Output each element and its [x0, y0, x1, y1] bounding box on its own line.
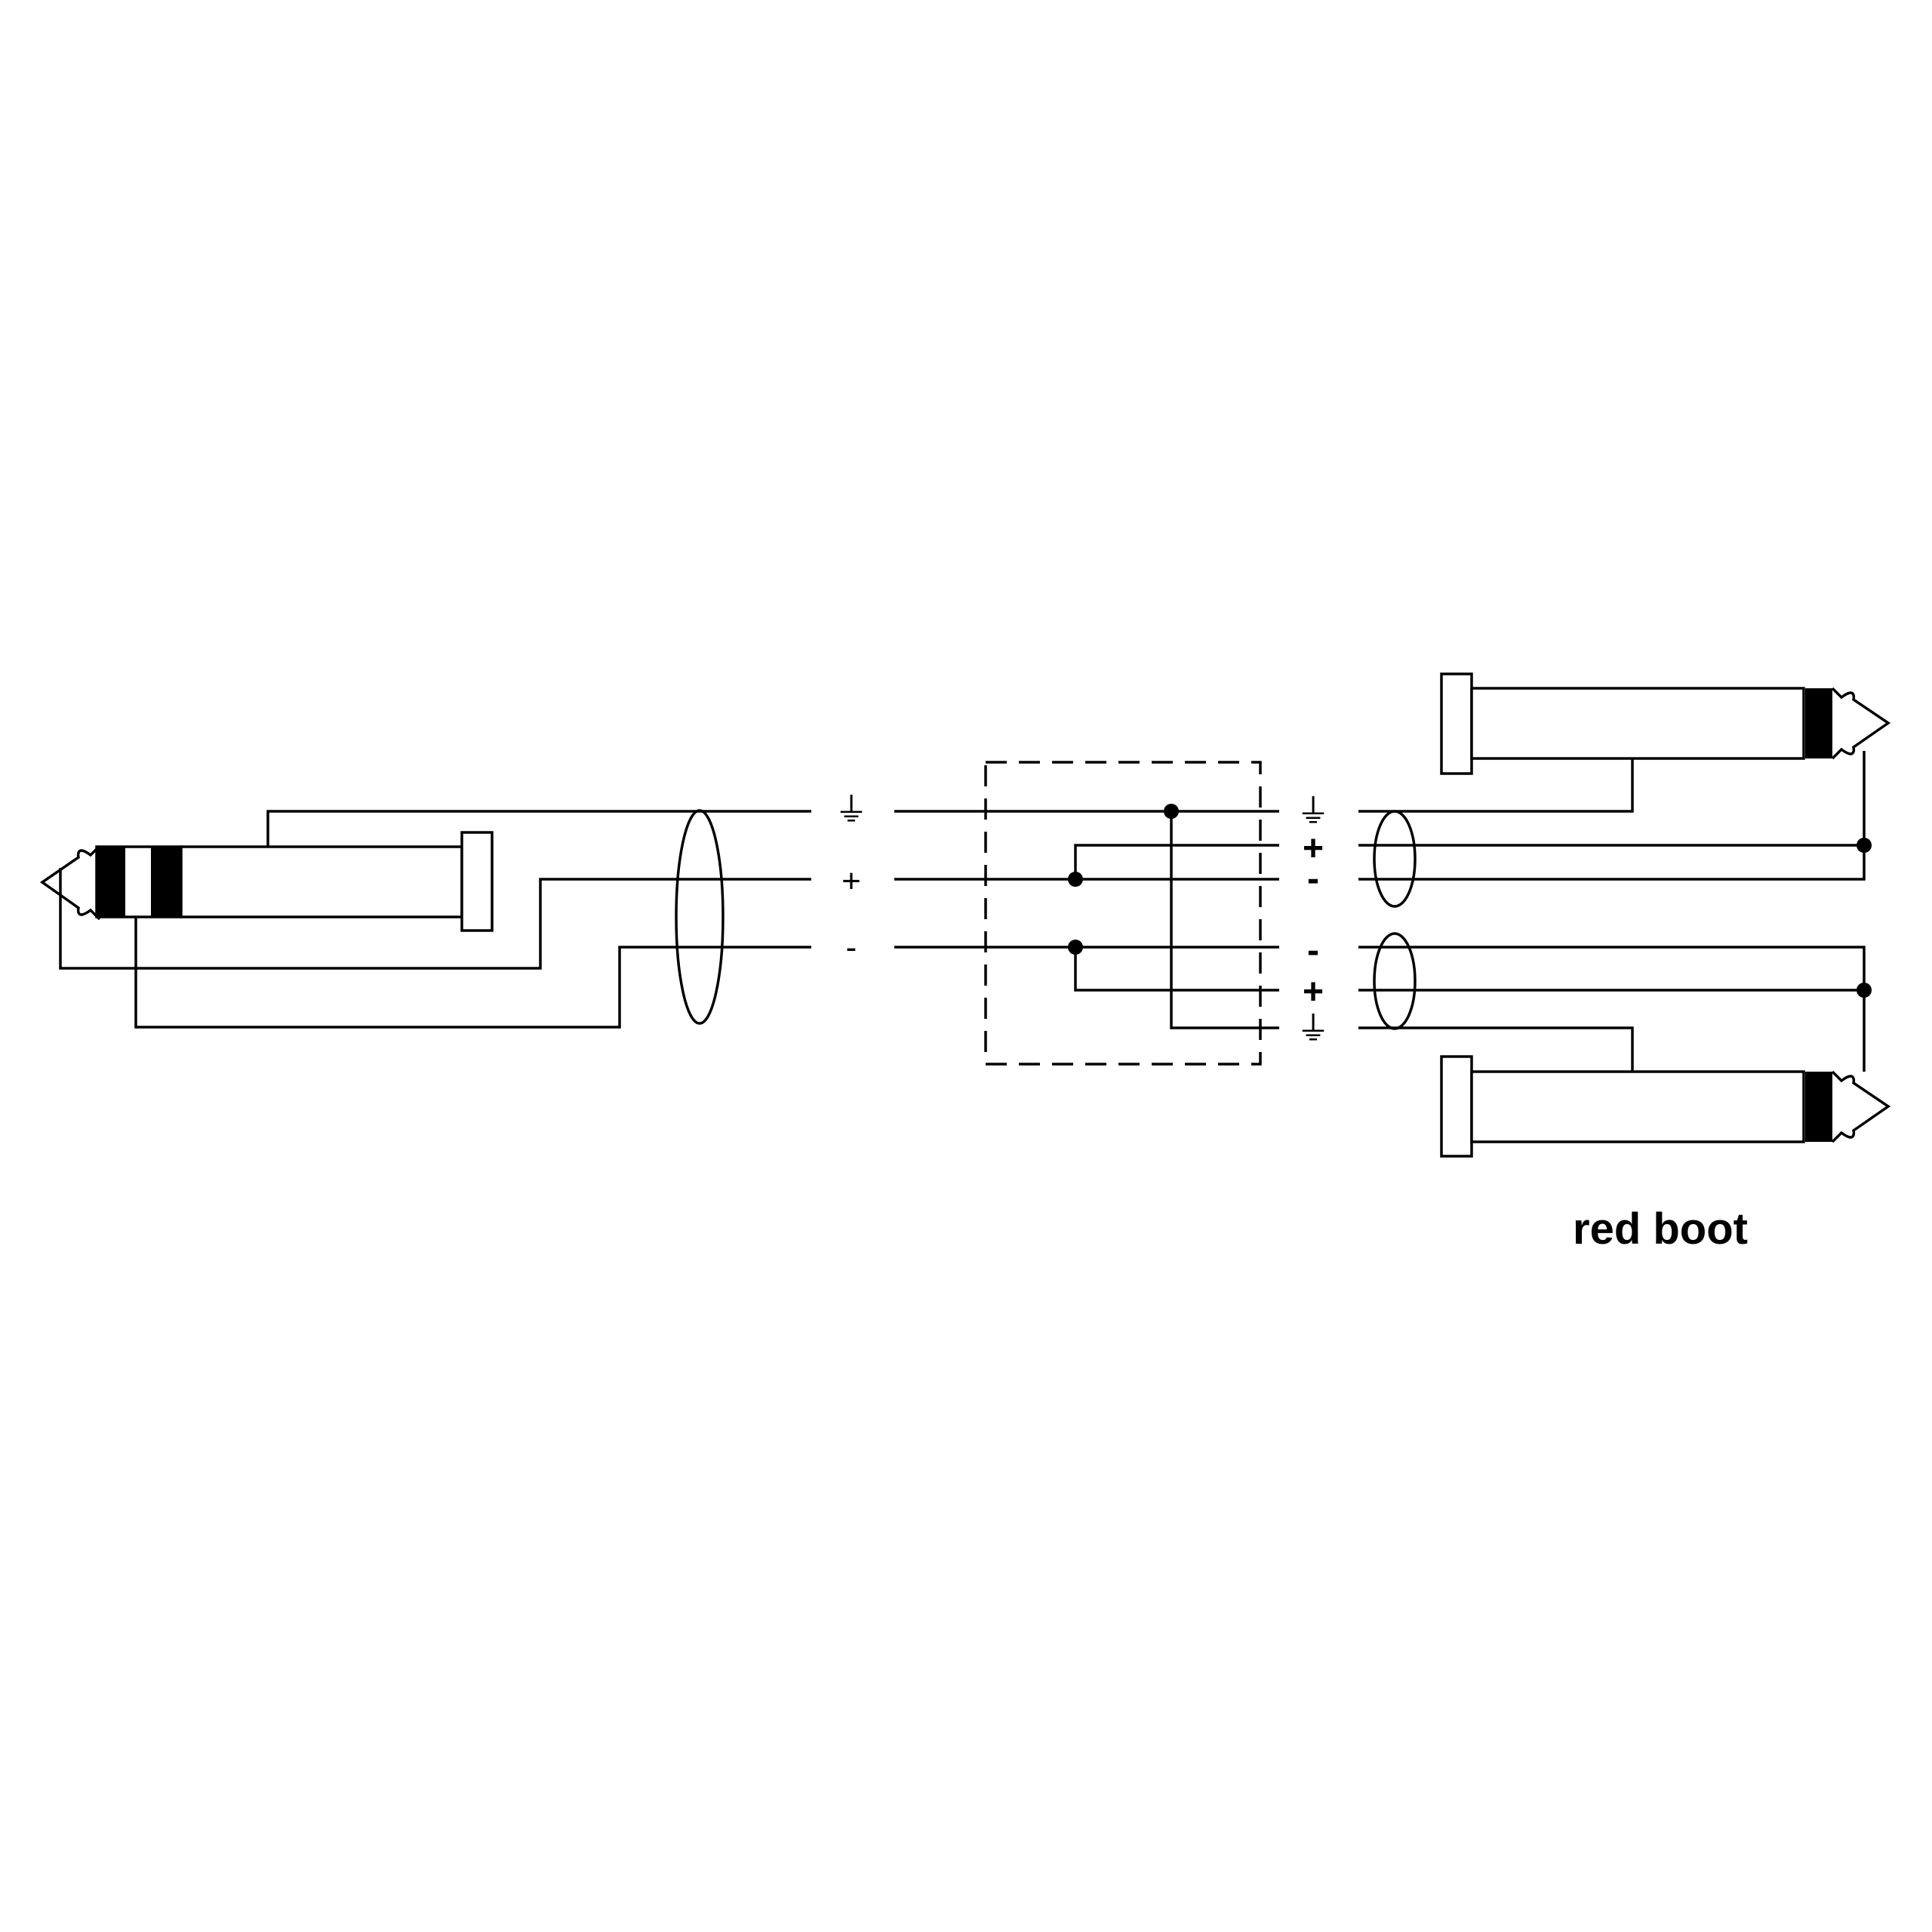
right-top-wire-ground: [1358, 758, 1634, 813]
split-wire-plus-to-top: [1074, 844, 1279, 879]
right-bottom-junction-dot: [1857, 983, 1872, 998]
splitter-box: [894, 761, 1279, 1066]
right-top-label-plus: +: [1303, 829, 1324, 869]
left-jack-ring-band-1: [97, 847, 125, 917]
right-top-cable-ellipse: [1373, 810, 1417, 908]
right-top-wire-minus: [1358, 751, 1866, 881]
right-bottom-label-minus: -: [1307, 931, 1319, 971]
left-wire-ground: [266, 810, 811, 847]
right-top-junction-dot: [1857, 838, 1872, 853]
right-bottom-wire-ground: [1358, 1026, 1634, 1072]
right-wiring: [1358, 751, 1872, 1072]
right-bottom-wire-minus: [1358, 946, 1866, 1072]
left-labels: ⏚ + -: [835, 792, 868, 966]
left-jack-ring-band-2: [151, 847, 181, 917]
right-top-jack-barrel: [1470, 687, 1805, 760]
left-stereo-jack-plug: [39, 831, 494, 932]
left-cable-jacket-ellipse: [675, 809, 724, 1025]
junction-dot-ground: [1164, 804, 1179, 819]
right-bottom-label-ground: ⏚: [1297, 1011, 1330, 1048]
junction-dot-minus: [1068, 940, 1083, 955]
right-bottom-jack-tip: [1831, 1070, 1891, 1143]
left-label-minus: -: [846, 929, 857, 966]
right-bottom-mono-jack-plug: [1440, 1055, 1891, 1158]
caption-red-boot: red boot: [1573, 1204, 1748, 1254]
left-jack-handle: [460, 831, 494, 932]
right-top-label-minus: -: [1307, 859, 1319, 899]
left-wire-plus: [59, 868, 811, 970]
splitter-dashed-outline: [984, 761, 1262, 1066]
left-wiring: [59, 809, 811, 1029]
right-bottom-label-plus: +: [1303, 972, 1324, 1012]
right-labels: ⏚ + - - + ⏚: [1297, 793, 1330, 1048]
right-top-jack-tip: [1831, 687, 1891, 760]
left-label-plus: +: [841, 863, 861, 900]
right-top-jack-handle: [1440, 672, 1473, 775]
left-wire-minus: [134, 917, 811, 1029]
right-top-jack-ring-band: [1805, 688, 1832, 758]
right-top-label-ground: ⏚: [1297, 793, 1330, 830]
right-top-mono-jack-plug: [1440, 672, 1891, 775]
right-bottom-jack-barrel: [1470, 1070, 1805, 1143]
right-bottom-jack-handle: [1440, 1055, 1473, 1158]
split-wire-ground-to-bottom: [1170, 811, 1279, 1029]
split-wire-plus-to-bottom: [1074, 947, 1279, 992]
left-jack-barrel: [180, 845, 463, 918]
left-jack-tip: [39, 844, 101, 921]
left-label-ground: ⏚: [835, 792, 868, 829]
junction-dot-plus: [1068, 872, 1083, 887]
right-bottom-cable-ellipse: [1373, 932, 1417, 1030]
right-bottom-jack-ring-band: [1805, 1072, 1832, 1142]
